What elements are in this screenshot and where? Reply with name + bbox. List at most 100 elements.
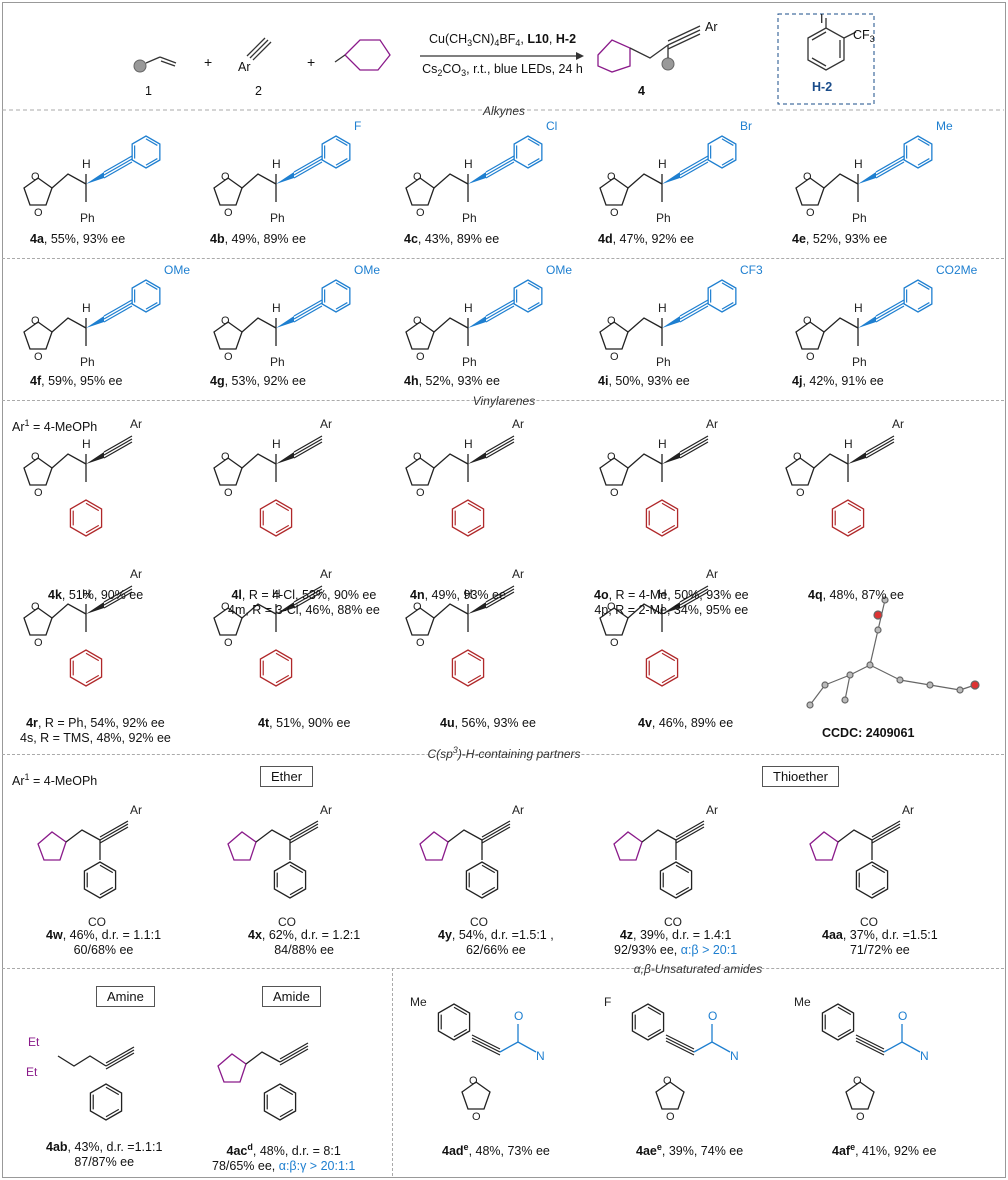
compound-2-label: 2 xyxy=(255,84,262,98)
svg-text:Ar: Ar xyxy=(320,803,332,817)
svg-text:O: O xyxy=(224,207,233,219)
svg-text:H: H xyxy=(272,301,281,315)
svg-text:O: O xyxy=(413,451,422,463)
svg-text:Ar: Ar xyxy=(512,803,524,817)
svg-text:O: O xyxy=(34,637,43,649)
svg-text:Ph: Ph xyxy=(852,355,867,369)
svg-text:O: O xyxy=(416,207,425,219)
ar-label: Ar xyxy=(238,60,251,74)
svg-text:H: H xyxy=(82,587,91,601)
divider-vertical xyxy=(392,968,393,1176)
svg-text:O: O xyxy=(607,315,616,327)
svg-text:O: O xyxy=(472,1111,481,1123)
h2-cf3-label: CF3 xyxy=(853,28,875,44)
svg-text:Ar: Ar xyxy=(320,567,332,581)
divider-4 xyxy=(2,968,1004,969)
svg-text:O: O xyxy=(803,315,812,327)
svg-text:O: O xyxy=(898,1009,907,1023)
svg-text:OMe: OMe xyxy=(354,263,380,277)
svg-text:H: H xyxy=(854,301,863,315)
ar1-definition-bottom: Ar1 = 4-MeOPh xyxy=(12,772,98,788)
svg-text:O: O xyxy=(806,207,815,219)
svg-text:O: O xyxy=(708,1009,717,1023)
svg-text:Ar: Ar xyxy=(130,803,142,817)
svg-text:Ar: Ar xyxy=(512,417,524,431)
svg-text:O: O xyxy=(514,1009,523,1023)
svg-text:O: O xyxy=(413,315,422,327)
svg-text:O: O xyxy=(34,207,43,219)
structure-4ac xyxy=(217,1042,309,1121)
svg-text:Me: Me xyxy=(936,119,953,133)
svg-text:O: O xyxy=(31,601,40,613)
svg-text:Ar: Ar xyxy=(892,417,904,431)
svg-text:Ph: Ph xyxy=(462,211,477,225)
svg-text:O: O xyxy=(224,351,233,363)
svg-text:O: O xyxy=(610,207,619,219)
section-alkynes: Alkynes xyxy=(482,104,526,118)
label-4ad: 4ade, 48%, 73% ee xyxy=(442,1142,550,1158)
label-4v: 4v, 46%, 89% ee xyxy=(638,716,734,730)
section-vinylarenes: Vinylarenes xyxy=(472,394,536,408)
ccdc-label: CCDC: 2409061 xyxy=(822,726,915,740)
svg-text:H: H xyxy=(844,437,853,451)
label-4g: 4g, 53%, 92% ee xyxy=(210,374,306,388)
label-4a: 4a, 55%, 93% ee xyxy=(30,232,126,246)
svg-text:F: F xyxy=(604,995,611,1009)
svg-text:N: N xyxy=(920,1049,929,1063)
svg-text:OMe: OMe xyxy=(546,263,572,277)
svg-text:O: O xyxy=(221,451,230,463)
product-ar-label: Ar xyxy=(705,20,718,34)
h2-label: H-2 xyxy=(812,80,833,94)
label-4d: 4d, 47%, 92% ee xyxy=(598,232,694,246)
svg-text:O: O xyxy=(610,351,619,363)
ar1-definition-top: Ar1 = 4-MeOPh xyxy=(12,418,98,434)
svg-text:O: O xyxy=(34,351,43,363)
svg-text:Ph: Ph xyxy=(656,211,671,225)
svg-text:O: O xyxy=(416,637,425,649)
label-4u: 4u, 56%, 93% ee xyxy=(440,716,536,730)
svg-text:CO: CO xyxy=(664,915,682,929)
svg-text:O: O xyxy=(469,1075,478,1087)
svg-text:H: H xyxy=(272,437,281,451)
svg-text:O: O xyxy=(793,451,802,463)
svg-text:H: H xyxy=(464,587,473,601)
svg-text:H: H xyxy=(272,157,281,171)
divider-3 xyxy=(2,754,1004,755)
svg-text:Ph: Ph xyxy=(270,355,285,369)
svg-text:N: N xyxy=(730,1049,739,1063)
compound-4-label: 4 xyxy=(638,84,645,98)
conditions-top: Cu(CH3CN)4BF4, L10, H-2 xyxy=(428,32,577,48)
svg-text:O: O xyxy=(34,487,43,499)
svg-text:H: H xyxy=(658,587,667,601)
svg-text:O: O xyxy=(610,637,619,649)
divider-2 xyxy=(2,400,1004,401)
label-4f: 4f, 59%, 95% ee xyxy=(30,374,123,388)
svg-text:H: H xyxy=(464,437,473,451)
svg-text:CO: CO xyxy=(88,915,106,929)
